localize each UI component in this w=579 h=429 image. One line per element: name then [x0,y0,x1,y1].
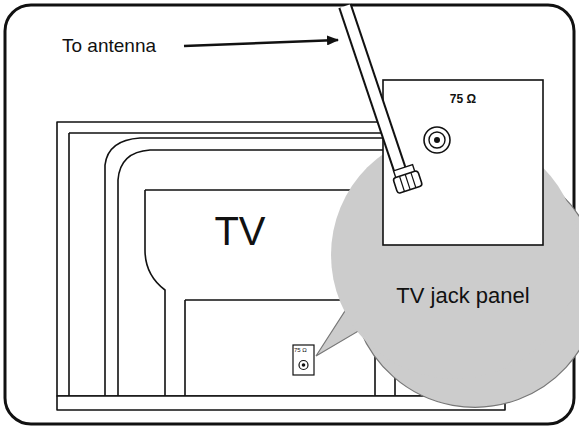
small-jack-panel [293,345,314,375]
jack-label: 75 Ω [294,347,307,353]
cable-connector [391,164,423,194]
small-jack-pin [302,363,306,367]
node-heading: TV jack panel [396,283,529,309]
cable-outline [345,6,400,170]
tv-body: TV [180,205,300,265]
node-title: 75 Ω [450,92,476,106]
jack-panel-outline [383,80,543,245]
coax-jack [424,127,450,153]
jack-panel: 75 ΩTV jack panel [383,80,543,245]
coax-jack-ring [429,132,445,148]
small-jack [299,361,308,370]
node-title: TV [214,209,265,254]
cable [345,6,400,170]
leader-arrow [184,40,338,46]
coax-jack-pin [434,137,440,143]
callout-label: To antenna [62,35,156,57]
